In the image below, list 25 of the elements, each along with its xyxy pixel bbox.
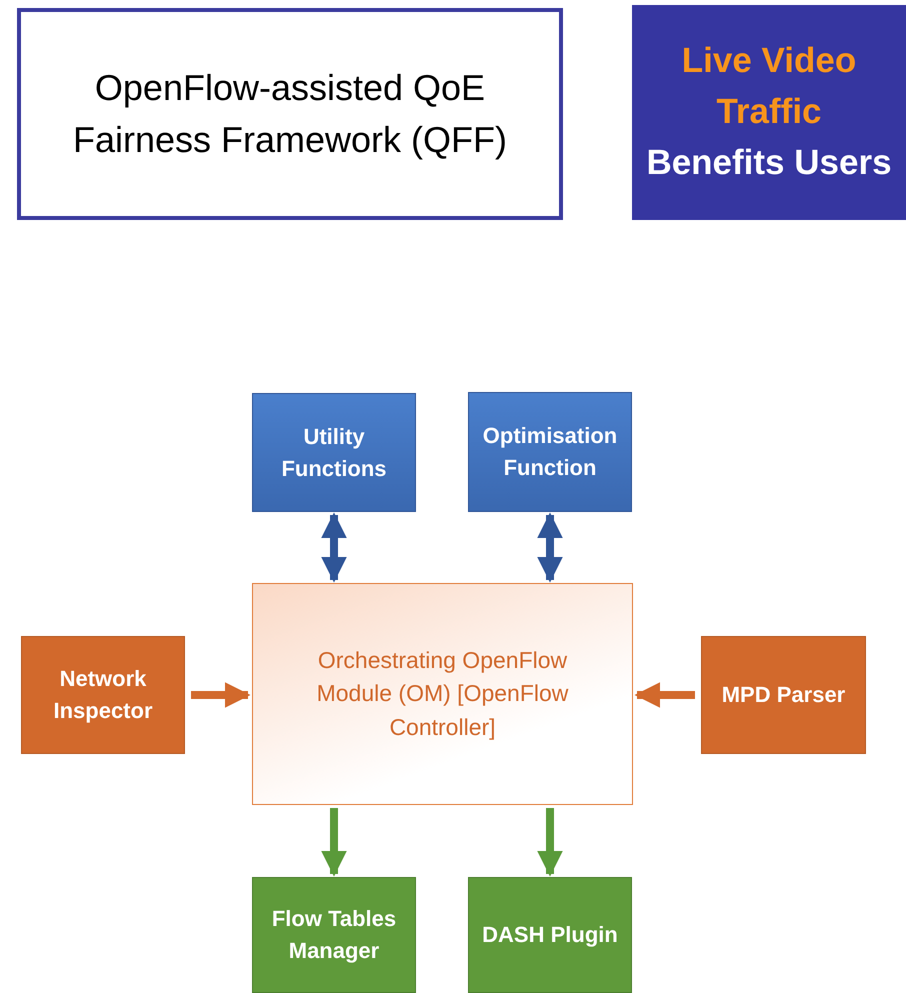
arrow [321, 808, 347, 877]
node-label: Flow Tables Manager [270, 905, 398, 965]
process-box [468, 392, 632, 512]
arrow [191, 682, 251, 708]
arrow [634, 682, 695, 708]
node-label: Utility Functions [280, 422, 388, 482]
highlight-box [632, 5, 906, 220]
node-label: Benefits Users [646, 142, 892, 184]
node-label: MPD Parser [722, 681, 846, 710]
node-label: Orchestrating OpenFlow Module (OM) [OpenFlow Controller] [316, 646, 570, 742]
process-box [252, 877, 416, 993]
node-label: Live Video Traffic [680, 40, 858, 134]
node-label: Network Inspector [52, 665, 154, 725]
process-box [21, 636, 185, 754]
node-label: Optimisation Function [482, 422, 618, 482]
controller-box [252, 583, 633, 805]
process-box [701, 636, 866, 754]
node-label: OpenFlow-assisted QoE Fairness Framework (QFF) [72, 66, 508, 162]
process-box [468, 877, 632, 993]
arrow [537, 808, 563, 877]
title-box [17, 8, 563, 220]
process-box [252, 393, 416, 512]
node-label: DASH Plugin [482, 921, 618, 950]
arrow [321, 512, 347, 583]
arrow [537, 512, 563, 583]
